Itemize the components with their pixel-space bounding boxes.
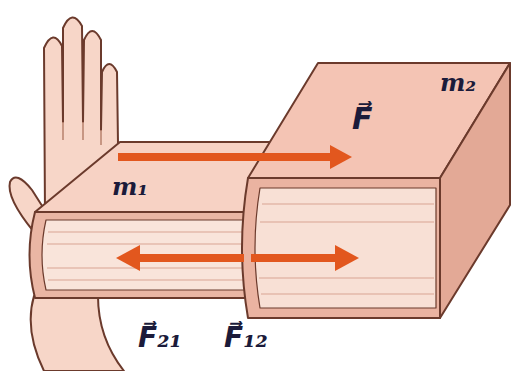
force-label: F⃗₁₂ <box>224 320 268 355</box>
mass-label: m₁ <box>112 172 148 202</box>
force-label: F⃗₂₁ <box>138 320 182 355</box>
force-arrow <box>118 145 352 169</box>
force-label: F⃗ <box>352 100 373 138</box>
book-m2 <box>242 63 510 318</box>
contact-force-arrows <box>116 245 359 271</box>
mass-label: m₂ <box>440 68 476 98</box>
